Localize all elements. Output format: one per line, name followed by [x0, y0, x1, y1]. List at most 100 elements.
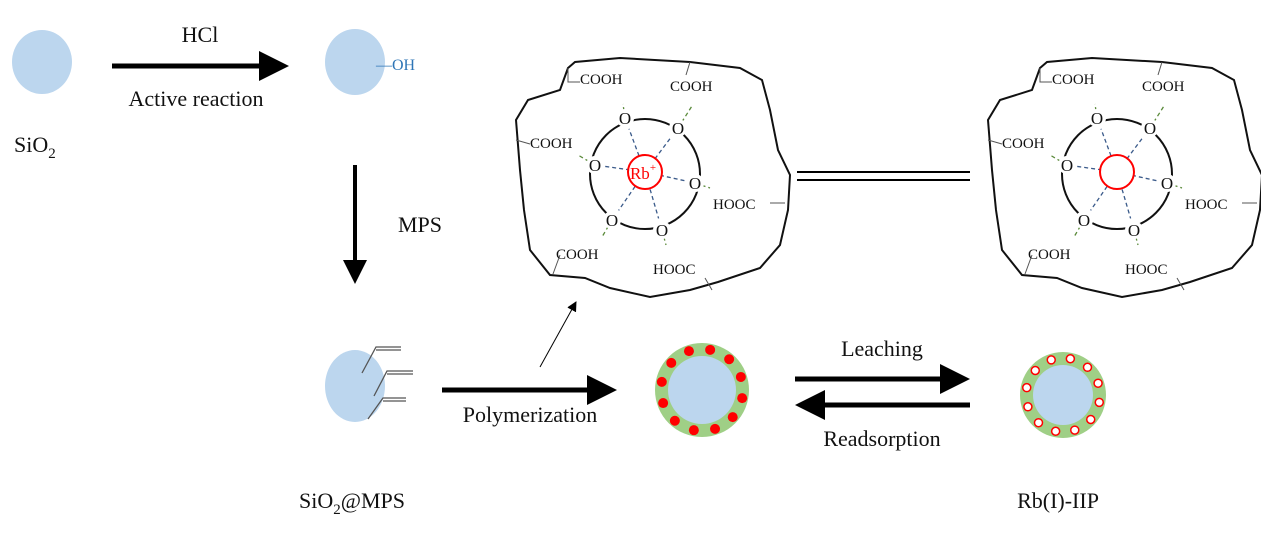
oxygen-atom-bg: [1058, 156, 1076, 174]
polymer-chain-link: [552, 254, 561, 275]
oxygen-atom-bg: [1141, 119, 1159, 137]
polymer-chain-link: [1176, 277, 1185, 291]
oxygen-atom: O: [1061, 156, 1073, 175]
carboxyl-group: COOH: [580, 72, 623, 88]
carboxyl-group: COOH: [530, 136, 573, 152]
ion-cavity: [1099, 154, 1135, 190]
oxygen-atom: O: [1091, 109, 1103, 128]
rb-imprinted-site-detail: O O O O O O COOH COOH COOH HOOC COOH HOOC Rb+: [514, 56, 792, 299]
carboxyl-group: COOH: [1028, 247, 1071, 263]
sio2-mps-particle: [325, 346, 413, 422]
rb-ion-dot: [727, 412, 738, 423]
carboxyl-group: HOOC: [653, 262, 696, 278]
oxygen-atom-bg: [586, 156, 604, 174]
imprinted-cavity-dot: [1085, 414, 1096, 425]
active-reaction-label: Active reaction: [129, 86, 264, 111]
imprinted-cavity-dot: [1023, 402, 1033, 412]
imprinted-cavity-dot: [1094, 397, 1105, 408]
rb-ion-dot: [666, 357, 677, 368]
polymer-chain-link: [567, 68, 580, 83]
oxygen-atom: O: [689, 174, 701, 193]
oxygen-atom: O: [1161, 174, 1173, 193]
equilibrium-sign: [797, 171, 970, 181]
oxygen-atom: O: [619, 109, 631, 128]
carboxyl-group: COOH: [1142, 79, 1185, 95]
hcl-label: HCl: [182, 22, 219, 47]
coordination-bond: [1131, 174, 1158, 182]
rb-iip-label: Rb(I)-IIP: [1017, 488, 1099, 513]
imprinted-cavity-dot: [1030, 365, 1041, 376]
polymer-chain-link: [1024, 254, 1033, 275]
rb-ion-dot: [683, 346, 694, 357]
rb-ion-dot: [735, 371, 746, 382]
oxygen-atom-bg: [686, 174, 704, 192]
oxygen-atom-bg: [616, 109, 634, 127]
polymer-chain-link: [704, 277, 713, 291]
coordination-bond: [649, 189, 660, 219]
rb-ion-dot: [737, 393, 748, 404]
imprinted-cavity-dot: [1046, 355, 1056, 365]
carboxyl-group: COOH: [1002, 136, 1045, 152]
rb-ion-dot: [669, 415, 680, 426]
imprinted-particle-with-ions: [655, 343, 749, 437]
activated-sio2-particle: [325, 29, 385, 95]
oxygen-atom-bg: [669, 119, 687, 137]
hydroxyl-label: —OH: [375, 57, 416, 74]
rb-ion-dot: [705, 344, 716, 355]
carboxyl-group: HOOC: [1185, 197, 1228, 213]
coordination-bond: [1090, 186, 1108, 211]
coordination-bond: [1076, 165, 1103, 171]
carboxyl-group: HOOC: [713, 197, 756, 213]
readsorption-label: Readsorption: [823, 426, 940, 451]
polymer-chain-link: [987, 139, 1003, 145]
leached-iip-particle: [1020, 352, 1106, 438]
leaching-label: Leaching: [841, 336, 923, 361]
carboxyl-group: COOH: [556, 247, 599, 263]
sio2-mps-label: SiO2@MPS: [299, 488, 405, 518]
polymer-chain-link: [1039, 68, 1052, 83]
rb-ion-dot: [658, 398, 669, 409]
imprinted-cavity-dot: [1033, 417, 1044, 428]
polymer-chain-link: [685, 61, 691, 76]
imprinted-cavity-dot: [1050, 426, 1061, 437]
oxygen-atom-bg: [653, 221, 671, 239]
coordination-bond: [654, 136, 672, 160]
imprinted-cavity-dot: [1070, 425, 1080, 435]
oxygen-atom: O: [606, 211, 618, 230]
oxygen-atom-bg: [1088, 109, 1106, 127]
crown-ring: [589, 118, 701, 230]
polymer-chain-link: [515, 139, 531, 145]
coordination-bond: [659, 174, 686, 182]
carboxyl-group: HOOC: [1125, 262, 1168, 278]
rb-ion: [627, 154, 663, 190]
oxygen-atom: O: [1144, 119, 1156, 138]
carboxyl-group: COOH: [670, 79, 713, 95]
sio2-label: SiO2: [14, 132, 56, 162]
imprinted-cavity-dot: [1065, 353, 1076, 364]
rb-ion-dot: [688, 425, 699, 436]
oxygen-atom-bg: [603, 211, 621, 229]
rb-ion-dot: [710, 423, 721, 434]
zoom-pointer-arrow: [539, 301, 577, 368]
imprinted-cavity-dot: [1093, 378, 1103, 388]
vacant-imprinted-site-detail: O O O O O O COOH COOH COOH HOOC COOH HOOC: [986, 56, 1261, 299]
rb-ion-label: Rb+: [630, 162, 656, 183]
mps-label: MPS: [398, 212, 442, 237]
imprinted-cavity-dot: [1082, 362, 1093, 373]
sio2-particle: [12, 30, 72, 94]
coordination-bond: [1121, 189, 1132, 219]
coordination-bond: [604, 165, 631, 171]
oxygen-atom-bg: [1125, 221, 1143, 239]
oxygen-atom: O: [656, 221, 668, 240]
coordination-bond: [1100, 128, 1112, 157]
oxygen-atom: O: [589, 156, 601, 175]
coordination-bond: [628, 128, 640, 157]
crown-ring: [1061, 118, 1173, 230]
polymerization-label: Polymerization: [463, 402, 597, 427]
oxygen-atom: O: [1078, 211, 1090, 230]
rb-ion-dot: [724, 354, 735, 365]
carboxyl-group: COOH: [1052, 72, 1095, 88]
oxygen-atom: O: [672, 119, 684, 138]
oxygen-atom: O: [1128, 221, 1140, 240]
